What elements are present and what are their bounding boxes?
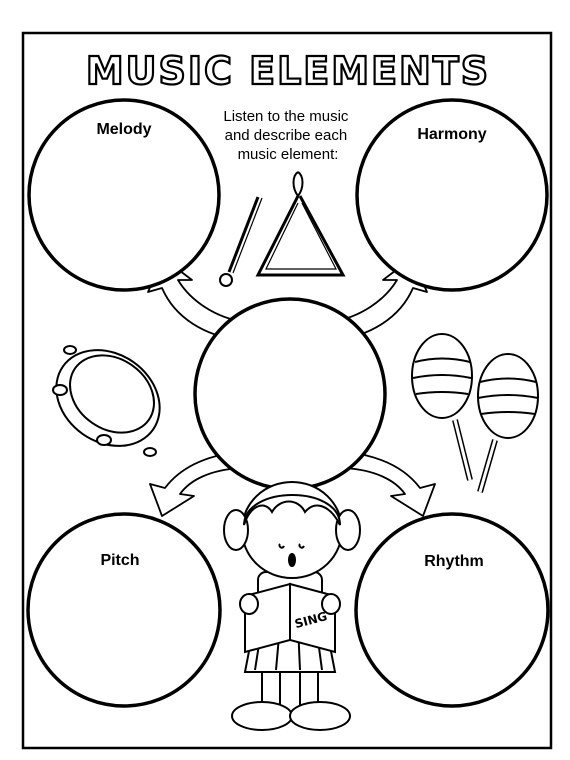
- tambourine-icon: [52, 345, 161, 457]
- rhythm-label: Rhythm: [424, 553, 484, 570]
- instructions: Listen to the music and describe each mu…: [223, 108, 352, 163]
- instruction-line-2: and describe each: [225, 127, 348, 144]
- singing-child-icon: SING: [223, 481, 361, 731]
- instruction-line-1: Listen to the music: [223, 108, 349, 125]
- page-border: [21, 31, 553, 750]
- melody-label: Melody: [96, 121, 151, 138]
- harmony-label: Harmony: [417, 126, 486, 143]
- arrow-to-pitch: [149, 451, 241, 517]
- arrow-to-rhythm: [344, 451, 436, 517]
- pitch-label: Pitch: [100, 552, 139, 569]
- harmony-circle[interactable]: [355, 98, 549, 292]
- pitch-circle[interactable]: [26, 512, 222, 708]
- maracas-icon: [411, 333, 539, 493]
- melody-circle[interactable]: [27, 98, 221, 292]
- instruction-line-3: music element:: [238, 146, 339, 163]
- rhythm-circle[interactable]: [354, 512, 550, 708]
- triangle-icon: [219, 171, 346, 287]
- page-title: MUSIC ELEMENTS: [86, 49, 490, 93]
- center-circle[interactable]: [193, 297, 387, 491]
